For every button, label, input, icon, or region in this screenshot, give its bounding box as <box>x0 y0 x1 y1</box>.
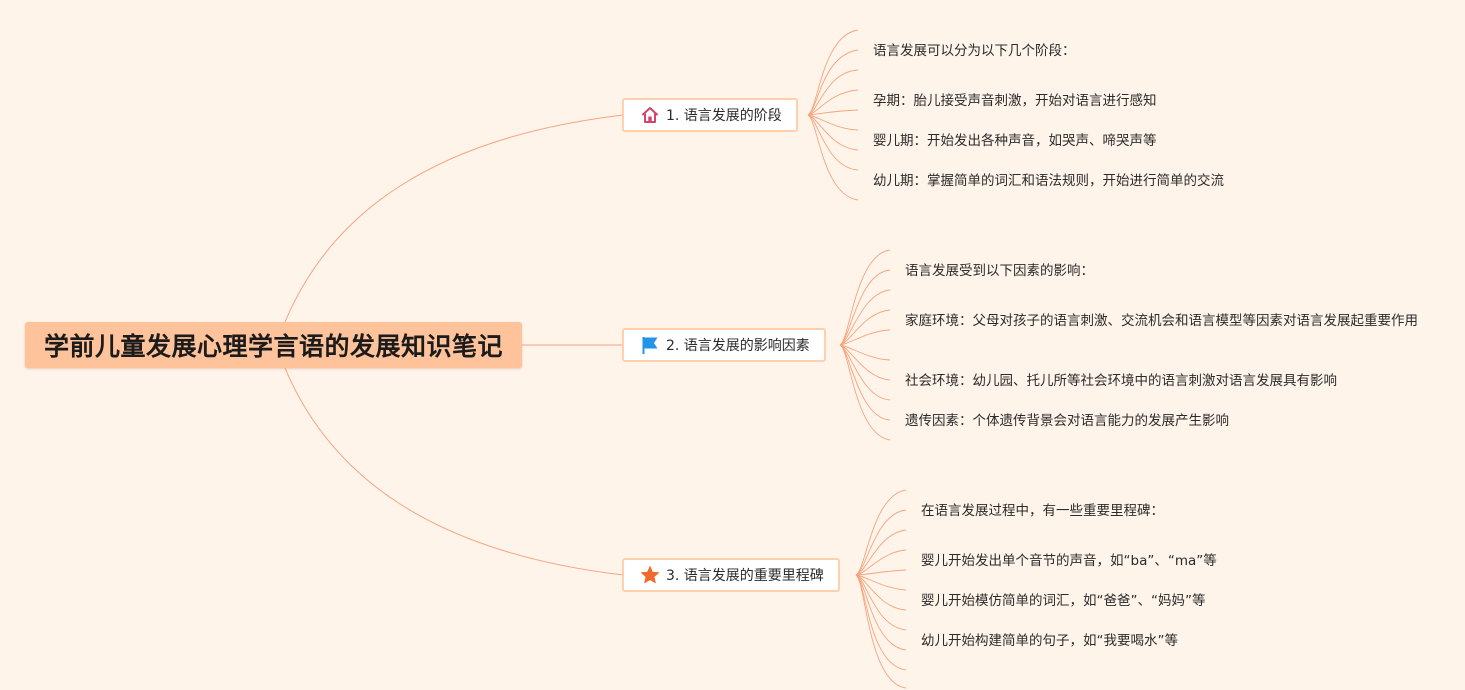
branch-topic-1[interactable]: 1. 语言发展的阶段 <box>622 98 798 132</box>
root-to-branch-1-connector <box>284 114 624 323</box>
flag-icon <box>640 335 660 355</box>
branch-1-leaf-2: 孕期：胎儿接受声音刺激，开始对语言进行感知 <box>873 93 1157 109</box>
branch-3-fan <box>855 489 907 689</box>
branch-3-leaf-3: 婴儿开始模仿简单的词汇，如“爸爸”、“妈妈”等 <box>921 593 1206 609</box>
branch-topic-3[interactable]: 3. 语言发展的重要里程碑 <box>622 558 840 592</box>
branch-2-leaf-3: 社会环境：幼儿园、托儿所等社会环境中的语言刺激对语言发展具有影响 <box>905 373 1337 389</box>
branch-1-leaf-4: 幼儿期：掌握简单的词汇和语法规则，开始进行简单的交流 <box>873 173 1224 189</box>
branch-3-leaf-4: 幼儿开始构建简单的句子，如“我要喝水”等 <box>921 633 1178 649</box>
branch-1-label: 1. 语言发展的阶段 <box>666 108 782 124</box>
root-to-branch-3-connector <box>284 367 624 576</box>
branch-3-leaf-1: 在语言发展过程中，有一些重要里程碑： <box>921 503 1164 519</box>
branch-2-leaf-1: 语言发展受到以下因素的影响： <box>905 263 1094 279</box>
root-title: 学前儿童发展心理学言语的发展知识笔记 <box>43 332 503 361</box>
root-topic[interactable]: 学前儿童发展心理学言语的发展知识笔记 <box>25 322 522 368</box>
home-icon <box>640 105 660 125</box>
branch-2-fan <box>839 249 891 441</box>
branch-2-leaf-2: 家庭环境：父母对孩子的语言刺激、交流机会和语言模型等因素对语言发展起重要作用 <box>905 313 1418 329</box>
branch-3-leaf-2: 婴儿开始发出单个音节的声音，如“ba”、“ma”等 <box>921 553 1217 569</box>
branch-1-leaf-3: 婴儿期：开始发出各种声音，如哭声、啼哭声等 <box>873 133 1157 149</box>
branch-2-label: 2. 语言发展的影响因素 <box>666 338 810 354</box>
branch-2-leaf-4: 遗传因素：个体遗传背景会对语言能力的发展产生影响 <box>905 413 1229 429</box>
branch-1-leaf-1: 语言发展可以分为以下几个阶段： <box>873 43 1076 59</box>
branch-3-label: 3. 语言发展的重要里程碑 <box>666 568 824 584</box>
star-icon <box>640 565 660 585</box>
branch-1-fan <box>807 29 859 201</box>
branch-topic-2[interactable]: 2. 语言发展的影响因素 <box>622 328 826 362</box>
